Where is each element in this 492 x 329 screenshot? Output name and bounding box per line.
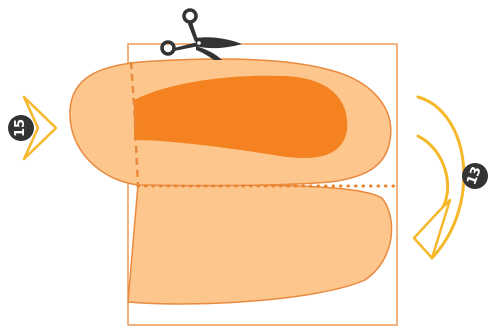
step-number-badge-left: 15 bbox=[8, 115, 34, 141]
lower-flap bbox=[127, 184, 393, 305]
scissors-icon bbox=[160, 8, 242, 60]
right-fold-arrow-head bbox=[412, 198, 452, 260]
right-fold-arrow-inner bbox=[416, 134, 450, 214]
left-push-arrow bbox=[22, 95, 58, 161]
vertical-fold-line bbox=[129, 61, 140, 186]
colored-region bbox=[134, 75, 348, 159]
right-fold-arrow-outer bbox=[416, 95, 466, 260]
reference-square bbox=[127, 43, 398, 326]
